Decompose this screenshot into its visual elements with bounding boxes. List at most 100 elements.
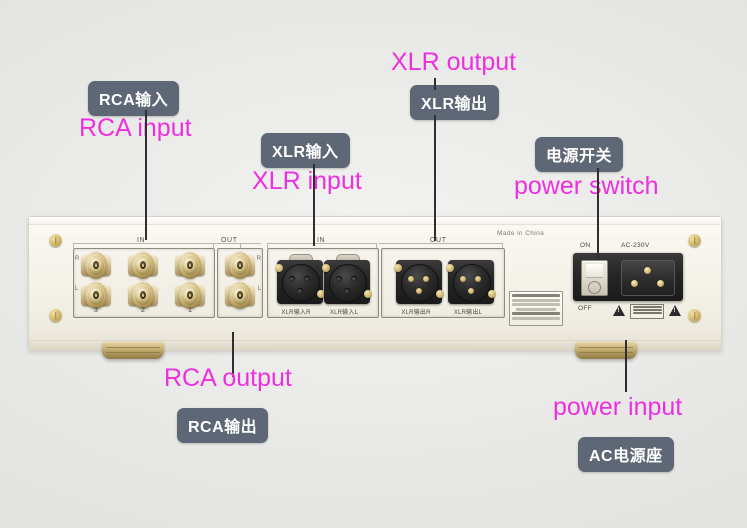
- power-module[interactable]: [573, 253, 683, 301]
- rca-jack-in1-l[interactable]: [175, 282, 205, 309]
- xlr-contact-1: [289, 276, 295, 282]
- warning-line: [632, 312, 662, 314]
- annotation-english-rca-input: RCA input: [79, 114, 192, 142]
- rating-line: [512, 294, 560, 297]
- rating-label-sticker: [509, 291, 563, 326]
- xlr-in-rule-tick-left: [267, 243, 268, 248]
- xlr-input-panel[interactable]: XLR输入R XLR输入L: [267, 248, 379, 318]
- annotation-chip-rca-input: RCA输入: [88, 81, 180, 116]
- warning-text-label: [630, 304, 664, 319]
- rca-jack-in2-l[interactable]: [128, 282, 158, 309]
- xlr-output-connector-l[interactable]: [446, 254, 496, 306]
- annotation-chip-power-input: AC电源座: [578, 437, 674, 472]
- xlr-pin-2: [475, 276, 481, 282]
- iec-pin-earth: [644, 267, 651, 274]
- rca-pin: [141, 263, 145, 267]
- ac-power-inlet[interactable]: [621, 260, 675, 296]
- foot-line: [579, 352, 633, 353]
- xlr-pin-1: [460, 276, 466, 282]
- rca-pin: [94, 263, 98, 267]
- rca-jack-in3-l[interactable]: [81, 282, 111, 309]
- xlr-contact-3: [296, 288, 303, 294]
- warning-line: [632, 309, 662, 311]
- xlr-screw-bottom: [317, 290, 325, 298]
- xlr-screw-bottom: [364, 290, 372, 298]
- xlr-pin-3: [467, 288, 474, 294]
- rca-jack-in2-r[interactable]: [128, 252, 158, 279]
- warning-line: [632, 306, 662, 308]
- rca-out-group-label: OUT: [221, 237, 238, 244]
- xlr-in-rule: [267, 243, 377, 244]
- xlr-pin-2: [423, 276, 429, 282]
- xlr-ring: [453, 264, 491, 302]
- rca-output-panel[interactable]: R L: [217, 248, 263, 318]
- chassis-screw-bottom-left: [49, 309, 62, 322]
- chassis-foot-right: [575, 342, 637, 359]
- chassis-bottom-edge: [29, 340, 721, 350]
- annotation-english-rca-output: RCA output: [164, 364, 292, 392]
- xlr-contact-1: [336, 276, 342, 282]
- rca-pin: [238, 293, 242, 297]
- iec-pin-neutral: [657, 280, 664, 287]
- xlr-screw-top: [446, 264, 454, 272]
- rca-out-rule-tick-left: [213, 243, 214, 248]
- rca-jack-in1-r[interactable]: [175, 252, 205, 279]
- rca-in-group-label: IN: [137, 237, 146, 244]
- warning-triangle-icon-left: [613, 305, 625, 316]
- leader-line-power-input: [625, 340, 627, 392]
- rca-in-rule: [73, 243, 241, 244]
- chassis-screw-top-left: [49, 234, 62, 247]
- chassis-screw-top-right: [688, 234, 701, 247]
- annotation-chip-xlr-output: XLR输出: [410, 85, 499, 120]
- leader-line-xlr-input: [313, 164, 315, 246]
- made-in-text: Made in China: [497, 230, 545, 237]
- rca-jack-out-l[interactable]: [225, 282, 255, 309]
- rating-line: [512, 312, 560, 315]
- rating-line: [512, 298, 560, 302]
- xlr-contact-2: [351, 276, 357, 282]
- leader-line-power-switch: [597, 168, 599, 260]
- leader-line-rca-output: [232, 332, 234, 377]
- annotation-english-power-switch: power switch: [514, 172, 659, 200]
- xlr-in-rule-tick-right: [376, 243, 377, 248]
- xlr-out-rule: [379, 243, 503, 244]
- xlr-ring: [282, 264, 320, 302]
- power-switch-rocker[interactable]: [581, 260, 608, 296]
- iec-pin-live: [631, 280, 638, 287]
- rca-out-rule: [213, 243, 261, 244]
- xlr-ring: [401, 264, 439, 302]
- rca-input-channel-3-label: 3: [94, 307, 98, 314]
- annotation-chip-xlr-input: XLR输入: [261, 133, 350, 168]
- leader-line-rca-input: [145, 110, 147, 240]
- xlr-output-panel[interactable]: XLR输出R XLR输出L: [381, 248, 505, 318]
- power-on-label: ON: [580, 242, 591, 249]
- xlr-input-r-label: XLR输入R: [281, 310, 311, 316]
- rca-jack-out-r[interactable]: [225, 252, 255, 279]
- xlr-input-connector-r[interactable]: [275, 254, 325, 306]
- chassis-top-edge: [29, 217, 721, 225]
- rating-line: [512, 303, 560, 306]
- xlr-output-l-label: XLR输出L: [453, 310, 483, 316]
- xlr-output-connector-r[interactable]: [394, 254, 444, 306]
- chassis-screw-bottom-right: [688, 309, 701, 322]
- annotation-english-xlr-output: XLR output: [391, 48, 517, 76]
- rca-input-channel-2-label: 2: [141, 307, 145, 314]
- xlr-pin-3: [415, 288, 422, 294]
- xlr-screw-top: [394, 264, 402, 272]
- rating-line: [512, 316, 560, 320]
- foot-line: [106, 352, 160, 353]
- xlr-input-connector-l[interactable]: [322, 254, 372, 306]
- rca-pin: [238, 263, 242, 267]
- foot-line: [106, 347, 160, 348]
- power-off-label: OFF: [578, 305, 592, 312]
- rca-input-row-mark-l: L: [75, 286, 79, 292]
- rca-pin: [188, 263, 192, 267]
- xlr-screw-bottom: [436, 290, 444, 298]
- xlr-screw-top: [322, 264, 330, 272]
- rca-jack-in3-r[interactable]: [81, 252, 111, 279]
- rca-input-panel[interactable]: R L 3: [73, 248, 215, 318]
- xlr-contact-3: [343, 288, 350, 294]
- xlr-ring: [329, 264, 367, 302]
- rating-line: [516, 307, 556, 311]
- annotation-english-power-input: power input: [553, 393, 683, 421]
